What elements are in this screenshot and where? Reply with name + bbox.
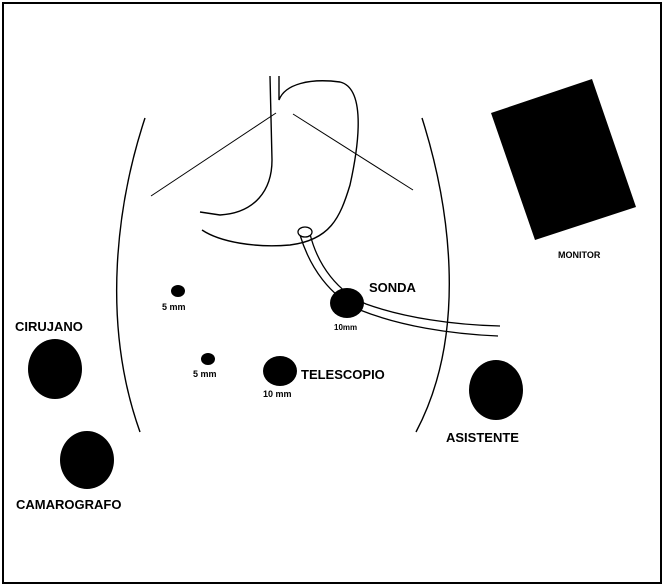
cameraman-label: CAMAROGRAFO bbox=[16, 498, 121, 511]
monitor-shape bbox=[491, 79, 636, 240]
monitor-label: MONITOR bbox=[558, 251, 600, 260]
telescope-port bbox=[263, 356, 297, 386]
surgeon-label: CIRUJANO bbox=[15, 320, 83, 333]
port-left-lower bbox=[201, 353, 215, 365]
body-outline-left bbox=[117, 118, 145, 432]
probe-tip bbox=[298, 227, 312, 237]
costal-margin-right bbox=[293, 114, 413, 190]
sonda-port bbox=[330, 288, 364, 318]
assistant-marker bbox=[469, 360, 523, 420]
assistant-label: ASISTENTE bbox=[446, 431, 519, 444]
telescope-label: TELESCOPIO bbox=[301, 368, 385, 381]
surgeon-marker bbox=[28, 339, 82, 399]
port-left-upper bbox=[171, 285, 185, 297]
port-left-upper-size-label: 5 mm bbox=[162, 303, 186, 312]
cameraman-marker bbox=[60, 431, 114, 489]
sonda-size-label: 10mm bbox=[334, 324, 357, 332]
telescope-size-label: 10 mm bbox=[263, 390, 292, 399]
body-outline-right bbox=[416, 118, 449, 432]
stomach-outline bbox=[202, 76, 358, 246]
sonda-label: SONDA bbox=[369, 281, 416, 294]
costal-margin-left bbox=[151, 113, 276, 196]
esophagus-outline bbox=[200, 76, 272, 215]
port-left-lower-size-label: 5 mm bbox=[193, 370, 217, 379]
